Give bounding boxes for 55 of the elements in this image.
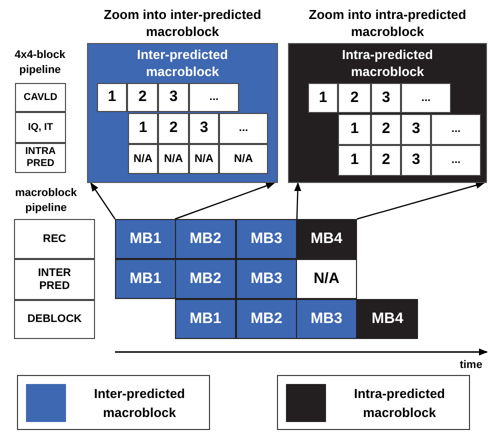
pipeline-stage: IQ, IT bbox=[15, 112, 66, 143]
block-cell: 2 bbox=[158, 113, 189, 144]
macroblock-cell: N/A bbox=[296, 259, 357, 299]
panel-title: Intra-predicted macroblock bbox=[340, 46, 434, 80]
block-cell: 3 bbox=[158, 83, 189, 112]
block-cell: 1 bbox=[128, 113, 158, 144]
macroblock-cell: MB3 bbox=[236, 259, 297, 299]
macroblock-cell: MB1 bbox=[115, 259, 176, 299]
block-cell: 1 bbox=[97, 83, 127, 112]
section-label: macroblock pipeline bbox=[14, 186, 78, 216]
legend-text: Inter-predicted macroblock bbox=[92, 384, 186, 422]
block-cell: 3 bbox=[401, 145, 431, 176]
macroblock-cell: MB4 bbox=[357, 299, 418, 339]
block-cell: ... bbox=[431, 145, 481, 176]
block-cell: 2 bbox=[127, 83, 158, 112]
macroblock-cell: MB2 bbox=[175, 219, 236, 259]
arrow bbox=[90, 182, 116, 220]
block-cell: N/A bbox=[189, 144, 219, 174]
panel-title: Inter-predicted macroblock bbox=[136, 46, 229, 80]
block-cell: N/A bbox=[158, 144, 189, 174]
block-cell: 2 bbox=[338, 83, 371, 113]
section-label: 4x4-block pipeline bbox=[14, 48, 66, 78]
block-cell: N/A bbox=[128, 144, 158, 174]
macroblock-cell: MB3 bbox=[296, 299, 357, 339]
macroblock-cell: MB4 bbox=[296, 219, 357, 259]
arrow bbox=[294, 182, 302, 220]
pipeline-stage: DEBLOCK bbox=[14, 300, 95, 339]
arrow bbox=[174, 182, 276, 220]
block-cell: ... bbox=[401, 83, 451, 113]
pipeline-stage: REC bbox=[14, 219, 95, 259]
pipeline-stage: CAVLD bbox=[15, 83, 66, 112]
macroblock-cell: MB2 bbox=[236, 299, 297, 339]
panel-heading: Zoom into inter-predicted macroblock bbox=[103, 6, 262, 40]
macroblock-cell: MB3 bbox=[236, 219, 297, 259]
block-cell: 1 bbox=[338, 114, 371, 145]
block-cell: N/A bbox=[219, 144, 268, 174]
arrow bbox=[356, 182, 485, 220]
pipeline-stage: INTER PRED bbox=[14, 259, 95, 300]
block-cell: 3 bbox=[371, 83, 401, 113]
block-cell: 2 bbox=[371, 145, 401, 176]
block-cell: 3 bbox=[189, 113, 219, 144]
panel-heading: Zoom into intra-predicted macroblock bbox=[308, 6, 468, 40]
macroblock-cell: MB2 bbox=[175, 259, 236, 299]
axis-label: time bbox=[460, 358, 482, 372]
pipeline-stage: INTRA PRED bbox=[15, 143, 66, 173]
legend-text: Intra-predicted macroblock bbox=[352, 384, 446, 422]
block-cell: ... bbox=[189, 83, 239, 112]
block-cell: ... bbox=[431, 114, 481, 145]
block-cell: 1 bbox=[338, 145, 371, 176]
block-cell: 1 bbox=[308, 83, 338, 113]
block-cell: 2 bbox=[371, 114, 401, 145]
block-cell: ... bbox=[219, 113, 268, 144]
block-cell: 3 bbox=[401, 114, 431, 145]
macroblock-cell: MB1 bbox=[175, 299, 236, 339]
macroblock-cell: MB1 bbox=[115, 219, 176, 259]
